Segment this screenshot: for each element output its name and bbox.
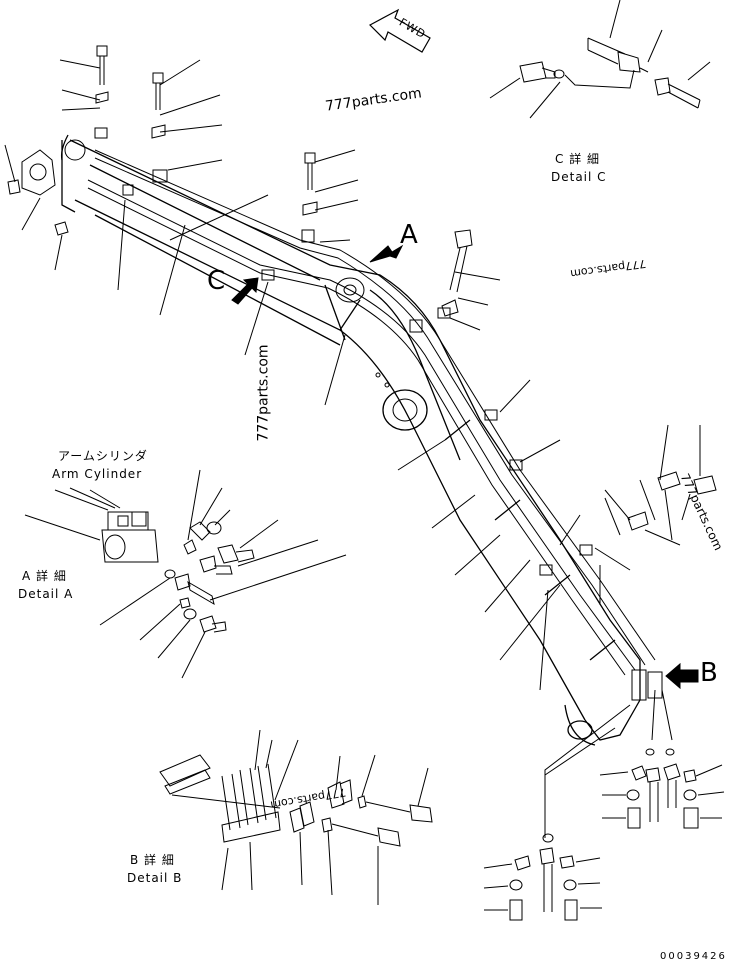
detail-a-label-en: Detail A — [18, 587, 74, 601]
fwd-arrow — [369, 8, 431, 53]
bolt-group-top-left — [95, 45, 318, 216]
detail-c-label-jp: C 詳 細 — [555, 152, 601, 166]
watermark: 777parts.com — [255, 344, 272, 442]
callout-b: B — [700, 658, 718, 688]
callout-c: C — [207, 266, 226, 296]
leader-lines — [4, 59, 631, 691]
detail-a-drawing — [24, 469, 347, 679]
detail-b-label-en: Detail B — [127, 871, 183, 885]
arrow-a — [369, 244, 404, 263]
arm-end-clevis — [7, 149, 69, 236]
arrow-c — [231, 277, 259, 305]
arm-cylinder-label-en: Arm Cylinder — [52, 467, 143, 481]
arm-boss — [64, 139, 428, 431]
detail-a-label-jp: A 詳 細 — [22, 569, 67, 583]
detail-c-drawing — [489, 0, 711, 119]
callout-a: A — [400, 220, 418, 250]
hydraulic-lines — [87, 149, 656, 676]
bolt-group-a-area — [441, 229, 473, 317]
detail-b-drawing — [159, 729, 433, 905]
detail-b-label-jp: B 詳 細 — [130, 853, 175, 867]
bottom-right-hardware — [483, 424, 725, 921]
arm-cylinder-label-jp: アームシリンダ — [58, 449, 148, 463]
arm-body — [60, 134, 641, 746]
arrow-b — [665, 662, 699, 690]
line-clamps — [94, 127, 663, 701]
detail-c-label-en: Detail C — [551, 170, 607, 184]
drawing-number: 00039426 — [660, 951, 727, 962]
